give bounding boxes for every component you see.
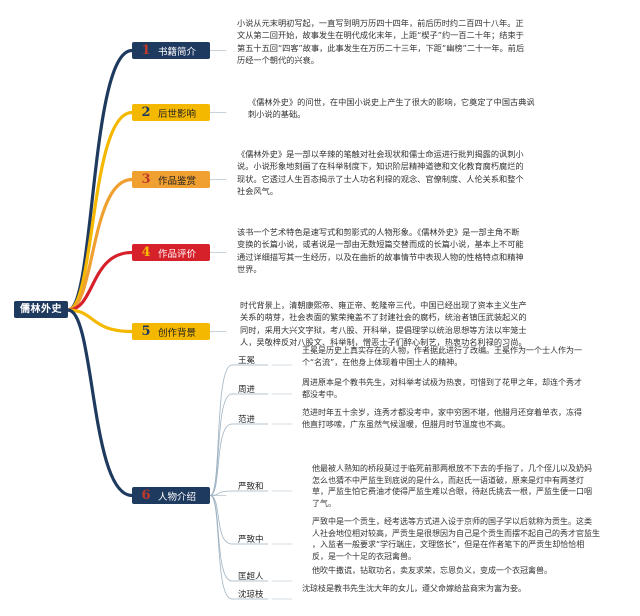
branch-connector-3 [66,177,134,312]
description-line: 时代背景上，清朝康熙帝、雍正帝、乾隆帝三代，中国已经出现了资本主义生产 [240,300,527,310]
character-description-7: 沈琼枝是教书先生沈大年的女儿，遵父命嫁给盐商宋为富为妾。 [302,583,526,595]
description-line: 历经一个朝代的兴衰。 [237,55,319,66]
branch-node-3: 3 作品鉴赏 [132,171,210,188]
description-line: 怎么也猜不中严监生到底说的是什么，而赵氏一语道破，原来是灯中有两茎灯 [312,475,584,485]
branch-connector-4 [66,250,134,312]
description-line: 了气。 [312,498,336,508]
branch-node-6: 6 人物介绍 [132,487,210,504]
character-connector-5 [209,495,233,545]
description-line: 说。小说形象地刻画了在科举制度下，知识阶层精神道德和文化教育腐朽腐烂的 [237,161,524,172]
character-description-2: 周进原本是个教书先生，对科举考试极为热衷，可惜到了花甲之年，却连个秀才都没考中。 [302,377,582,400]
description-line: 《儒林外史》是一部以辛辣的笔触对社会现状和儒士命运进行批判揭露的讽刺小 [237,149,524,159]
description-line: 沈琼枝是教书先生沈大年的女儿，遵父命嫁给盐商宋为富为妾。 [302,584,526,593]
branch-description-2: 《儒林外史》的问世，在中国小说史上产生了很大的影响，它奠定了中国古典讽刺小说的基… [248,96,535,121]
character-name-4: 严致和 [238,482,264,492]
branch-description-5: 时代背景上，清朝康熙帝、雍正帝、乾隆帝三代，中国已经出现了资本主义生产关系的萌芽… [240,299,527,349]
description-line: 该书一个艺术特色是速写式和剪影式的人物形象。《儒林外史》是一部主角不断 [237,227,520,237]
branch-connector-6 [66,308,134,498]
character-connector-1 [209,364,233,496]
description-line: 他最被人熟知的桥段莫过于临死前那两根放不下去的手指了，几个侄儿以及奶妈 [312,464,592,473]
character-name-1: 王冕 [238,356,256,366]
description-line: 文从第二回开始，故事发生在明代成化末年，上距“楔子”约一百二十年；结束于 [237,30,524,41]
description-line: 小说从元末明初写起，一直写到明万历四十四年，前后历时约二百四十八年。正 [237,18,524,28]
branch-label: 书籍简介 [158,46,197,58]
branch-node-5: 5 创作背景 [132,323,210,340]
description-line: 同时，采用大兴文字狱，考八股、开科举，提倡理学以统治思想等方法以牢笼士 [240,324,527,335]
character-name-5: 严致中 [238,535,264,545]
character-description-6: 他吹牛撒谎，钻取功名，卖友求荣，忘恩负义，变成一个衣冠禽兽。 [312,565,552,577]
character-name-6: 匡超人 [238,572,264,582]
description-line: 通过详细描写其一生经历，以及在曲折的故事情节中表现人物的性格特点和精神 [237,251,524,262]
description-line: 现状。它透过人生百态揭示了士人功名利禄的观念、官僚制度、人伦关系和整个 [237,173,524,184]
branch-connector-2 [66,110,134,312]
branch-number: 5 [141,324,151,339]
description-line: 都没考中。 [302,389,342,399]
branch-description-1: 小说从元末明初写起，一直写到明万历四十四年，前后历时约二百四十八年。正文从第二回… [237,17,524,67]
branch-node-2: 2 后世影响 [132,104,210,121]
description-line: 《儒林外史》的问世，在中国小说史上产生了很大的影响，它奠定了中国古典讽 [248,97,535,107]
character-description-5: 严致中是一个贡生，经考选等方式进入设于京师的国子学以后就称为贡生。这类人社会地位… [312,516,600,562]
branch-number: 2 [141,105,151,120]
description-line: 刺小说的基础。 [248,109,306,120]
description-line: ，入监者一般要求“学行端庄，文理悠长”，但是在作者笔下的严贡生却恰恰相 [312,540,585,550]
character-connector-6 [209,495,233,582]
branch-number: 1 [141,43,151,58]
description-line: 草，严监生怕它费油才使得严监生难以合眼，待赵氏挑去一根，严监生便一口咽 [312,487,592,497]
branch-number: 4 [141,245,151,260]
branch-connector-5 [66,308,134,334]
character-connector-3 [209,423,233,496]
branch-number: 3 [141,172,151,187]
branch-node-4: 4 作品评价 [132,244,210,261]
description-line: 周进原本是个教书先生，对科举考试极为热衷，可惜到了花甲之年，却连个秀才 [302,378,582,387]
branch-label: 创作背景 [158,327,197,339]
character-name-3: 范进 [238,415,256,425]
description-line: 王冕是历史上真实存在的人物，作者据此进行了改编。王冕作为一个士人作为一 [302,346,582,355]
branch-label: 后世影响 [158,108,197,120]
description-line: 世界。 [237,264,262,275]
root-node: 儒林外史 [14,301,68,318]
description-line: 他直打哆嗦，广东虽然气候温暖，但腊月时节温度也不高。 [302,419,510,429]
character-description-3: 范进时年五十余岁，连秀才都没考中，家中穷困不堪，他腊月还穿着单衣，冻得他直打哆嗦… [302,407,582,430]
description-line: 人，吴敬梓反对八股文、科举制，憎恶士子们醉心制艺，热衷功名利禄的习尚。 [240,337,527,348]
branch-description-3: 《儒林外史》是一部以辛辣的笔触对社会现状和儒士命运进行批判揭露的讽刺小说。小说形… [237,148,524,198]
character-description-1: 王冕是历史上真实存在的人物，作者据此进行了改编。王冕作为一个士人作为一个“名流”… [302,345,582,368]
character-connector-2 [209,393,233,496]
branch-description-4: 该书一个艺术特色是速写式和剪影式的人物形象。《儒林外史》是一部主角不断变换的长篇… [237,226,524,276]
description-line: 人社会地位相对较高，严贡生是很想因为自己是个贡生而摆不起自己的秀才官监生 [312,528,600,538]
description-line: 范进时年五十余岁，连秀才都没考中，家中穷困不堪，他腊月还穿着单衣，冻得 [302,408,582,417]
branch-label: 作品鉴赏 [158,175,197,187]
character-name-7: 沈琼枝 [238,590,264,600]
description-line: 反，是一个十足的衣冠禽兽。 [312,551,416,561]
description-line: 第五十五回“四客”故事，此事发生在万历二十三年，下距“幽榜”二十一年。前后 [237,42,525,53]
branch-label: 作品评价 [158,248,197,260]
branch-number: 6 [141,488,151,503]
character-connector-4 [209,490,233,496]
branch-label: 人物介绍 [158,491,197,503]
description-line: 个“名流”，在他身上体现着中国士人的精神。 [302,357,463,367]
description-line: 社会风气。 [237,186,278,197]
description-line: 关系的萌芽，社会表面的繁荣掩盖不了封建社会的腐朽，统治者镇压武装起义的 [240,312,527,323]
description-line: 严致中是一个贡生，经考选等方式进入设于京师的国子学以后就称为贡生。这类 [312,517,592,526]
description-line: 他吹牛撒谎，钻取功名，卖友求荣，忘恩负义，变成一个衣冠禽兽。 [312,566,552,575]
branch-node-1: 1 书籍简介 [132,42,210,59]
character-name-2: 周进 [238,385,256,395]
description-line: 变换的长篇小说，或者说是一部由无数短篇交替而成的长篇小说，基本上不可能 [237,239,524,250]
character-description-4: 他最被人熟知的桥段莫过于临死前那两根放不下去的手指了，几个侄儿以及奶妈怎么也猜不… [312,463,592,509]
character-connector-7 [209,495,233,600]
